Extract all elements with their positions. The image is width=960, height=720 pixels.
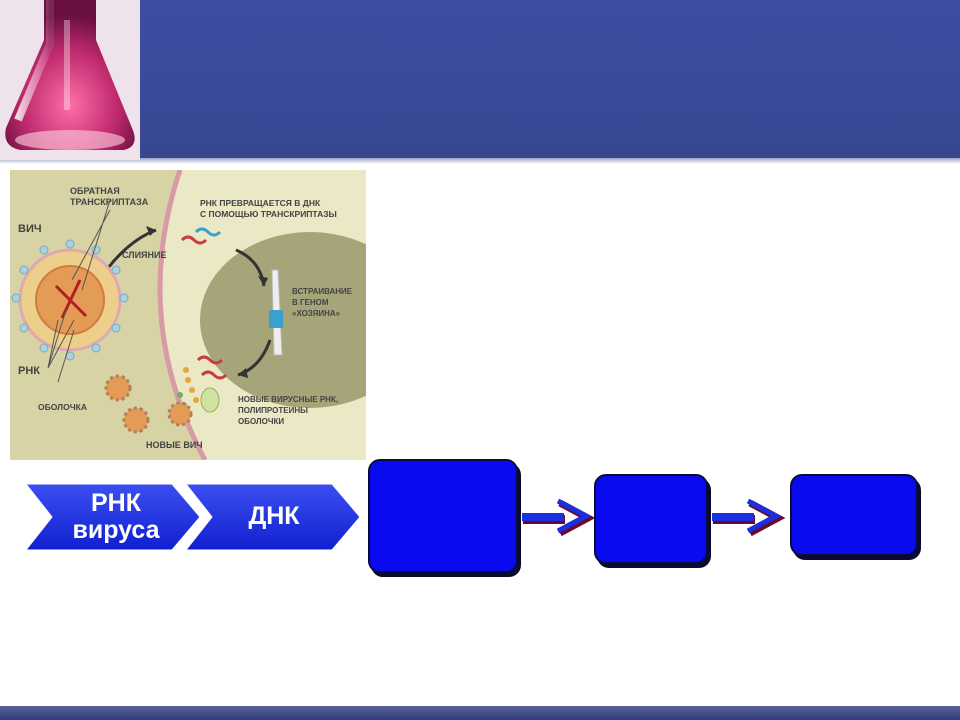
svg-text:ОБРАТНАЯ ТРАНСКРИПТАЗА: ОБРАТНАЯ ТРАНСКРИПТАЗА xyxy=(70,186,149,207)
svg-text:ВИЧ: ВИЧ xyxy=(18,223,42,235)
chevron-dna xyxy=(184,483,361,551)
empty-block-1 xyxy=(368,459,518,573)
step-dna-label: ДНК xyxy=(248,502,300,530)
header-shadow xyxy=(0,158,960,164)
step-rna-virus-label: РНК вируса xyxy=(72,489,160,544)
svg-text:НОВЫЕ ВИЧ: НОВЫЕ ВИЧ xyxy=(146,440,203,450)
footer-band xyxy=(0,706,960,720)
svg-text:ВСТРАИВАНИЕ В ГЕНОМ: ВСТРАИВАНИЕ В ГЕНОМ «ХОЗЯИНА» xyxy=(292,287,354,318)
svg-text:ОБОЛОЧКА: ОБОЛОЧКА xyxy=(38,402,87,412)
svg-text:С ПОМОЩЬЮ ТРАНСКРИПТАЗЫ: С ПОМОЩЬЮ ТРАНСКРИПТАЗЫ xyxy=(200,209,337,219)
flask-image xyxy=(0,0,140,160)
svg-text:РНК: РНК xyxy=(18,365,40,377)
header-band xyxy=(0,0,960,158)
svg-text:НОВЫЕ ВИРУСНЫЕ РНК, ПОЛИ: НОВЫЕ ВИРУСНЫЕ РНК, ПОЛИПРОТЕИНЫ ОБОЛОЧК… xyxy=(238,395,340,426)
hiv-virion xyxy=(11,239,129,361)
empty-block-2 xyxy=(594,474,708,564)
new-virions xyxy=(104,374,193,434)
svg-text:РНК ПРЕВРАЩАЕТСЯ В ДНК: РНК ПРЕВРАЩАЕТСЯ В ДНК xyxy=(200,198,321,208)
svg-text:СЛИЯНИЕ: СЛИЯНИЕ xyxy=(122,250,167,260)
connector-arrow-1 xyxy=(522,498,596,537)
connector-arrow-2 xyxy=(712,498,786,537)
hiv-lifecycle-illustration: ОБРАТНАЯ ТРАНСКРИПТАЗА ВИЧ РНК ОБОЛОЧКА … xyxy=(10,170,366,460)
chevron-rna xyxy=(24,483,201,551)
nucleus xyxy=(200,232,366,408)
empty-block-3 xyxy=(790,474,918,556)
